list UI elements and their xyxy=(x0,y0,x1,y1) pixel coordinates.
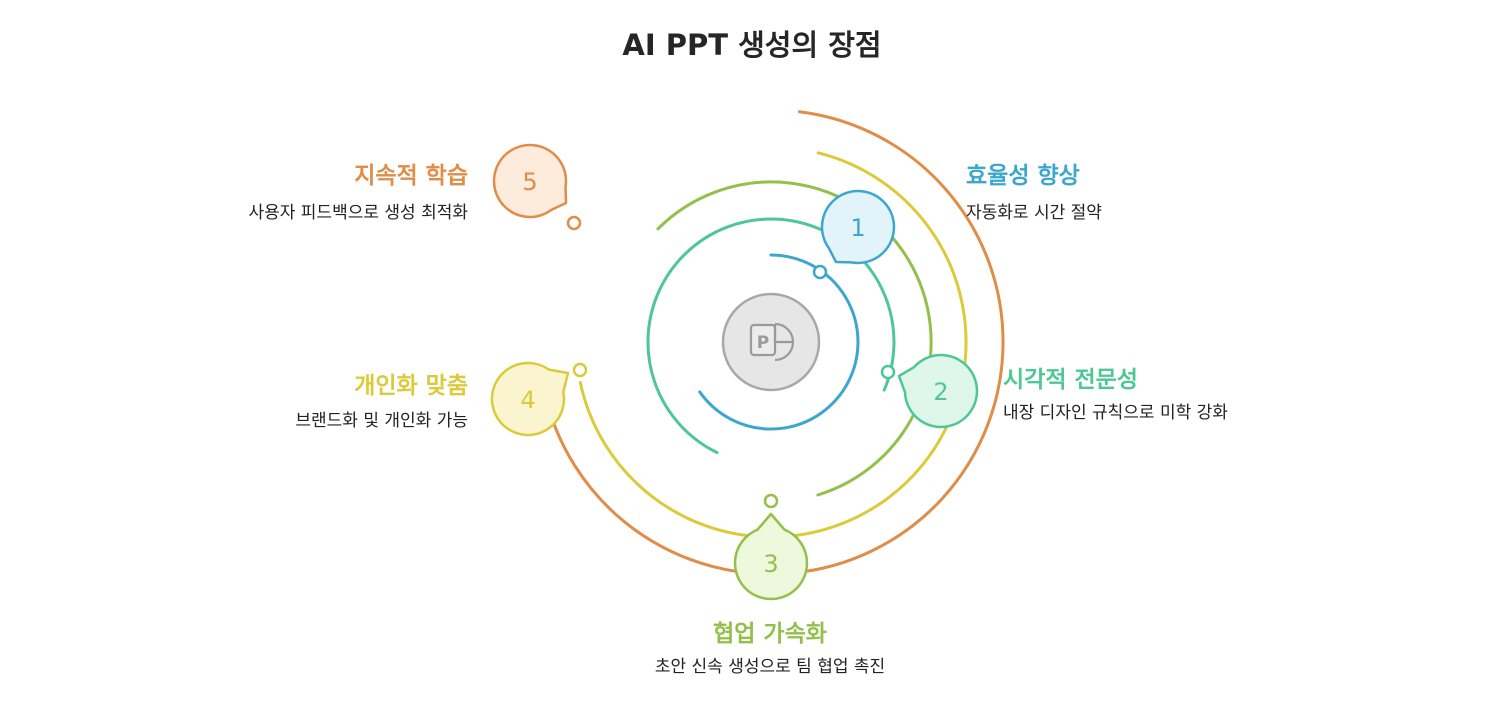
item-2-badge xyxy=(897,353,979,429)
item-1-description: 자동화로 시간 절약 xyxy=(966,203,1102,223)
item-5-title: 지속적 학습 xyxy=(354,163,468,189)
item-2-description: 내장 디자인 규칙으로 미학 강화 xyxy=(1003,403,1228,423)
item-5-description: 사용자 피드백으로 생성 최적화 xyxy=(248,203,468,223)
item-5-badge xyxy=(492,143,568,219)
item-3-number: 3 xyxy=(763,550,778,578)
item-3-description: 초안 신속 생성으로 팀 협업 촉진 xyxy=(654,657,886,677)
ring-3 xyxy=(656,180,933,497)
svg-text:P: P xyxy=(757,333,769,353)
ring-4 xyxy=(578,151,968,539)
item-1-badge xyxy=(820,189,896,265)
powerpoint-icon: P xyxy=(749,322,795,362)
item-4-connector-dot xyxy=(572,362,588,378)
diagram-title: AI PPT 생성의 장점 xyxy=(622,28,882,62)
item-5-number: 5 xyxy=(522,168,537,196)
ring-2 xyxy=(646,217,896,455)
item-1-number: 1 xyxy=(850,214,865,242)
item-2-connector-dot xyxy=(880,364,896,380)
item-2-number: 2 xyxy=(933,378,948,406)
item-4-number: 4 xyxy=(520,386,535,414)
item-3-connector-dot xyxy=(763,493,779,509)
ring-5 xyxy=(542,110,1005,576)
item-4-badge xyxy=(490,361,570,437)
item-4-title: 개인화 맞춤 xyxy=(354,373,468,399)
item-1-connector-dot xyxy=(812,264,828,280)
item-2-title: 시각적 전문성 xyxy=(1003,367,1138,393)
item-5-connector-dot xyxy=(566,215,582,231)
item-3-title: 협업 가속화 xyxy=(713,621,827,647)
item-3-badge xyxy=(733,512,809,601)
item-1-title: 효율성 향상 xyxy=(966,163,1080,189)
item-4-description: 브랜드화 및 개인화 가능 xyxy=(295,411,468,431)
